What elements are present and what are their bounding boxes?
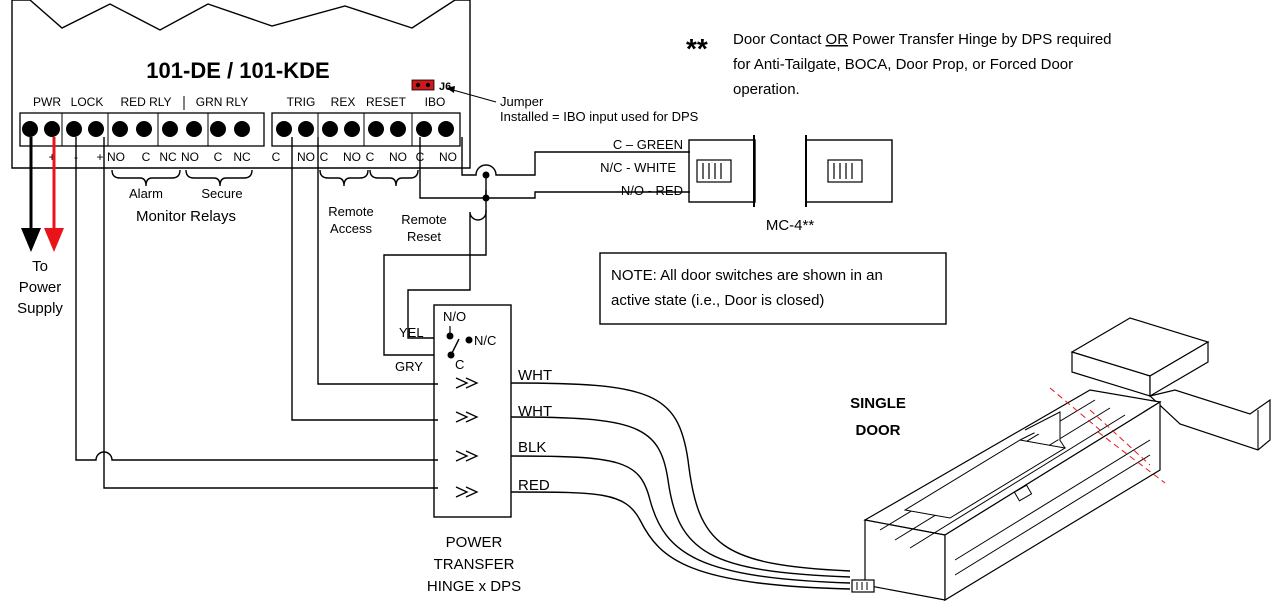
hinge-switch-c: C [455,357,464,372]
left-terminal-screws [22,121,250,137]
note-box: NOTE: All door switches are shown in an … [599,252,947,325]
hinge-wire-2: WHT [518,403,552,420]
dps-note-marker: ** [686,33,708,64]
jumper-note: Jumper Installed = IBO input used for DP… [446,86,699,124]
svg-text:NO: NO [343,150,361,164]
mc4-label: MC-4** [766,217,815,234]
group-rex: REX [331,95,356,109]
controller-title: 101-DE / 101-KDE [146,58,329,83]
jumper-note-line1: Jumper [500,94,544,109]
alarm-label: Alarm [129,186,163,201]
dps-note-line2: for Anti-Tailgate, BOCA, Door Prop, or F… [733,56,1073,73]
group-trig: TRIG [287,95,316,109]
svg-text:NO: NO [389,150,407,164]
dps-note-line1: Door Contact OR Power Transfer Hinge by … [733,31,1112,48]
right-terminal-screws [276,121,454,137]
svg-text:C: C [366,150,375,164]
hinge-gry: GRY [395,359,423,374]
svg-text:NC: NC [233,150,251,164]
hinge-yel: YEL [399,325,424,340]
jumper-id: J6 [439,81,451,93]
mc4-wire-green: C – GREEN [613,137,683,152]
svg-text:C: C [320,150,329,164]
svg-text:+: + [48,150,55,164]
group-reset: RESET [366,95,407,109]
group-lock: LOCK [71,95,104,109]
svg-text:NC: NC [159,150,177,164]
svg-text:C: C [272,150,281,164]
svg-text:NO: NO [439,150,457,164]
hinge-wire-4: RED [518,477,550,494]
hinge-wire-1: WHT [518,367,552,384]
jumper-note-line2: Installed = IBO input used for DPS [500,109,699,124]
wiring [75,137,851,590]
note-line1: NOTE: All door switches are shown in an [611,267,883,284]
controller-board: 101-DE / 101-KDE J6 PWR LOCK RED RLY GRN… [11,0,471,169]
svg-text:NO: NO [297,150,315,164]
hinge-switch-nc: N/C [474,333,496,348]
monitor-relays-label: Monitor Relays [136,208,236,225]
group-red-rly: RED RLY [120,95,171,109]
left-pin-labels: + - + NO C NC NO C NC [48,150,251,164]
svg-text:C: C [142,150,151,164]
secure-label: Secure [201,186,242,201]
svg-text:NO: NO [181,150,199,164]
hinge-wire-3: BLK [518,439,546,456]
group-grn-rly: GRN RLY [196,95,248,109]
hinge-switch-no: N/O [443,309,466,324]
dps-note-line3: operation. [733,81,800,98]
svg-text:C: C [214,150,223,164]
note-line2: active state (i.e., Door is closed) [611,292,824,309]
svg-text:+: + [96,150,103,164]
mc4-door-contact: C – GREEN N/C - WHITE N/O - RED MC-4** [600,135,893,234]
mc4-wire-white: N/C - WHITE [600,160,676,175]
group-pwr: PWR [33,95,61,109]
svg-text:NO: NO [107,150,125,164]
dps-note: ** Door Contact OR Power Transfer Hinge … [686,31,1112,98]
group-ibo: IBO [425,95,446,109]
mc4-wire-red: N/O - RED [621,183,683,198]
jumper-j6 [411,79,435,91]
monitor-relays: Alarm Secure Monitor Relays [111,169,253,225]
